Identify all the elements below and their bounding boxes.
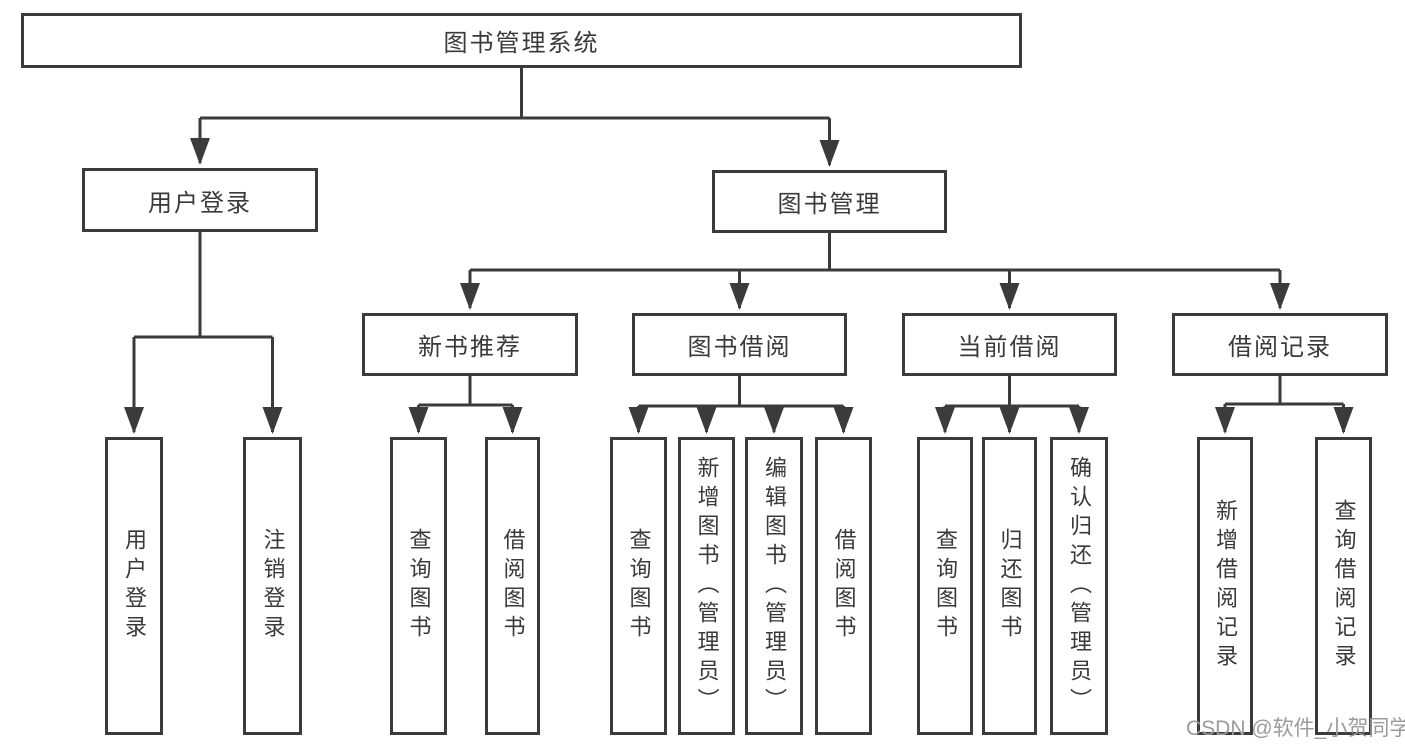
leaf-query-books-recommend: 查询图书 — [390, 437, 447, 735]
leaf-user-login: 用户登录 — [105, 437, 163, 735]
node-label: 借阅记录 — [1228, 334, 1332, 361]
leaf-add-borrow-record: 新增借阅记录 — [1197, 437, 1253, 735]
csdn-watermark: CSDN @软件_小贺同学 — [1186, 717, 1405, 740]
leaf-edit-book-admin: 编辑图书（管理员） — [745, 437, 803, 735]
leaf-label: 编辑图书（管理员） — [762, 455, 787, 717]
node-book-management: 图书管理 — [712, 170, 947, 233]
leaf-label: 查询图书 — [933, 528, 958, 644]
leaf-query-books-borrowing: 查询图书 — [610, 437, 667, 735]
node-new-book-recommendation: 新书推荐 — [362, 313, 578, 376]
node-book-borrowing: 图书借阅 — [632, 313, 847, 376]
leaf-label: 借阅图书 — [831, 528, 857, 644]
leaf-label: 注销登录 — [260, 528, 286, 644]
node-library-management-system: 图书管理系统 — [21, 13, 1022, 68]
leaf-label: 查询图书 — [406, 528, 432, 644]
leaf-confirm-return-admin: 确认归还（管理员） — [1050, 437, 1108, 735]
leaf-add-book-admin: 新增图书（管理员） — [678, 437, 735, 735]
leaf-borrow-books-recommend: 借阅图书 — [485, 437, 540, 735]
leaf-query-books-current: 查询图书 — [917, 437, 973, 735]
leaf-label: 确认归还（管理员） — [1067, 455, 1092, 717]
connector-arrows — [124, 118, 1354, 434]
node-label: 图书管理 — [777, 191, 882, 218]
leaf-label: 新增借阅记录 — [1213, 499, 1238, 673]
node-borrowing-records: 借阅记录 — [1172, 313, 1388, 376]
node-label: 新书推荐 — [418, 334, 522, 361]
leaf-label: 新增图书（管理员） — [694, 455, 720, 717]
node-label: 当前借阅 — [957, 334, 1062, 361]
node-user-login: 用户登录 — [82, 168, 318, 232]
leaf-label: 归还图书 — [997, 528, 1023, 644]
leaf-label: 查询图书 — [626, 528, 652, 644]
node-label: 图书管理系统 — [443, 30, 600, 57]
leaf-label: 查询借阅记录 — [1331, 499, 1357, 673]
leaf-borrow-books-borrowing: 借阅图书 — [815, 437, 872, 735]
leaf-logout: 注销登录 — [243, 437, 302, 735]
leaf-return-books: 归还图书 — [982, 437, 1037, 735]
node-current-borrowing: 当前借阅 — [902, 313, 1117, 376]
node-label: 图书借阅 — [687, 334, 792, 361]
leaf-query-borrow-record: 查询借阅记录 — [1315, 437, 1372, 735]
node-label: 用户登录 — [148, 189, 252, 217]
leaf-label: 用户登录 — [122, 528, 147, 644]
leaf-label: 借阅图书 — [500, 528, 526, 644]
